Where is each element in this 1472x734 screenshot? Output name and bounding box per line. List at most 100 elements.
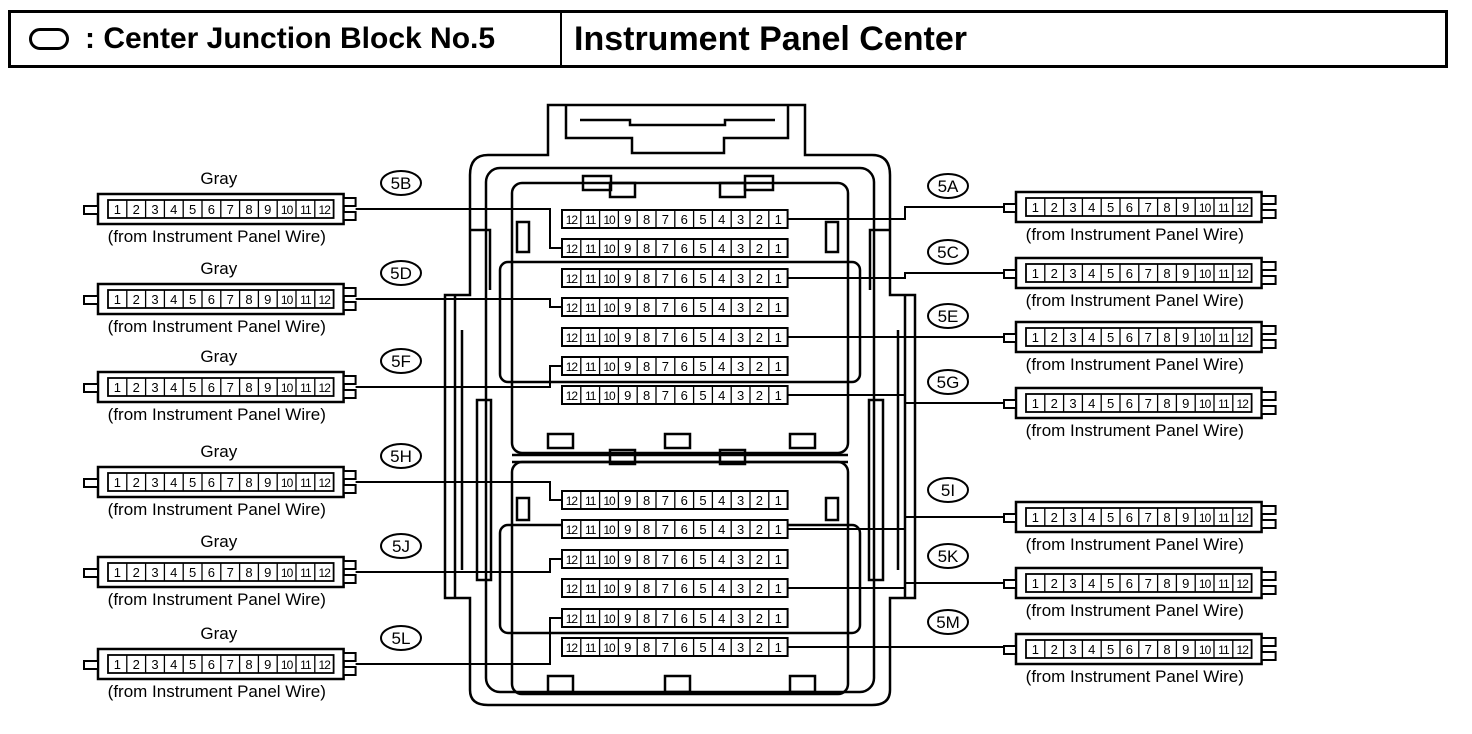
badge-oval: [927, 543, 969, 569]
socket-pin-label: 11: [585, 641, 597, 655]
connector-ear: [83, 205, 99, 215]
connector-pin-label: 10: [281, 203, 294, 217]
socket-pin-label: 1: [775, 522, 782, 537]
wire-5a-route: [787, 206, 1004, 220]
connector-pin-label: 12: [1237, 643, 1250, 657]
connector-ear: [1003, 269, 1017, 279]
socket-pin-label: 8: [643, 271, 650, 286]
socket-pin-label: 3: [737, 271, 744, 286]
socket-pin-label: 1: [775, 552, 782, 567]
connector-pin-label: 6: [1126, 330, 1133, 345]
socket-pin-label: 2: [756, 522, 763, 537]
connector-ear: [83, 660, 99, 670]
connector-ear: [1260, 391, 1277, 401]
connector-pin-label: 9: [264, 380, 271, 395]
socket-pin-label: 11: [585, 523, 597, 537]
connector-pin-label: 4: [170, 657, 177, 672]
socket-pin-label: 3: [737, 241, 744, 256]
connector-pin-label: 5: [189, 292, 196, 307]
connector-id-badge-5a: 5A: [927, 173, 969, 199]
socket-pin-label: 11: [585, 494, 597, 508]
wire-5b: [355, 208, 562, 249]
socket-pin-label: 11: [585, 553, 597, 567]
connector-pin-label: 11: [1218, 511, 1230, 525]
socket-pin-label: 7: [662, 493, 669, 508]
connector-ear: [342, 211, 357, 221]
connector-pin-label: 10: [281, 293, 294, 307]
socket-pin-label: 12: [566, 301, 579, 315]
socket-pin-label: 12: [566, 272, 579, 286]
connector-pin-label: 7: [227, 657, 234, 672]
connector-pin-label: 6: [1126, 266, 1133, 281]
socket-pin-label: 3: [737, 640, 744, 655]
connector-id-badge-5j: 5J: [380, 533, 422, 559]
socket-pin-label: 4: [718, 493, 725, 508]
socket-pin-label: 5: [699, 359, 706, 374]
connector-pin-label: 12: [319, 381, 332, 395]
connector-id-label: 5F: [391, 352, 411, 371]
socket-pin-label: 5: [699, 300, 706, 315]
connector-pin-label: 8: [1163, 266, 1170, 281]
socket-pin-label: 5: [699, 493, 706, 508]
header-block-cell: : Center Junction Block No.5: [11, 13, 562, 65]
connector-id-badge-5e: 5E: [927, 303, 969, 329]
connector-pin-label: 8: [245, 202, 252, 217]
socket-pin-label: 12: [566, 389, 579, 403]
connector-ear: [342, 375, 357, 385]
socket-pin-label: 7: [662, 241, 669, 256]
socket-pin-label: 5: [699, 640, 706, 655]
connector-pin-label: 6: [1126, 510, 1133, 525]
connector-pin-label: 10: [1199, 267, 1212, 281]
socket-pin-label: 7: [662, 552, 669, 567]
connector-pin-label: 11: [300, 381, 312, 395]
socket-pin-label: 2: [756, 271, 763, 286]
connector-source-label: (from Instrument Panel Wire): [108, 682, 326, 701]
connector-pin-label: 8: [1163, 642, 1170, 657]
connector-pin-label: 1: [1032, 200, 1039, 215]
socket-pin-label: 4: [718, 330, 725, 345]
connector-ear: [1260, 209, 1277, 219]
badge-oval: [380, 170, 422, 196]
connector-pin-label: 3: [1069, 200, 1076, 215]
connector-ear: [1260, 505, 1277, 515]
connector-pin-label: 6: [208, 565, 215, 580]
connector-pin-label: 3: [151, 657, 158, 672]
connector-ear: [1003, 645, 1017, 655]
connector-ear: [1003, 333, 1017, 343]
connector-pin-label: 7: [227, 475, 234, 490]
socket-pin-label: 11: [585, 242, 597, 256]
connector-pin-label: 1: [114, 202, 121, 217]
socket-pin-label: 8: [643, 581, 650, 596]
connector-pin-label: 5: [189, 380, 196, 395]
socket-pin-label: 10: [603, 331, 616, 345]
connector-ear: [1260, 195, 1277, 205]
socket-pin-label: 3: [737, 552, 744, 567]
socket-pin-label: 11: [585, 331, 597, 345]
socket-pin-label: 10: [603, 301, 616, 315]
block-title: : Center Junction Block No.5: [85, 22, 496, 55]
socket-pin-label: 8: [643, 300, 650, 315]
wire-5h: [355, 481, 562, 501]
socket-pin-label: 11: [585, 213, 597, 227]
connector-ear: [342, 484, 357, 494]
connector-pin-label: 5: [1107, 642, 1114, 657]
socket-pin-label: 6: [681, 300, 688, 315]
socket-pin-label: 3: [737, 611, 744, 626]
connector-pin-label: 5: [189, 565, 196, 580]
connector-pin-label: 10: [1199, 643, 1212, 657]
socket-pin-label: 1: [775, 241, 782, 256]
connector-pin-label: 4: [170, 380, 177, 395]
socket-pin-label: 7: [662, 212, 669, 227]
socket-pin-label: 10: [603, 360, 616, 374]
socket-pin-label: 6: [681, 271, 688, 286]
connector-ear: [83, 478, 99, 488]
socket-pin-label: 2: [756, 300, 763, 315]
socket-pin-label: 3: [737, 581, 744, 596]
connector-source-label: (from Instrument Panel Wire): [1026, 355, 1244, 374]
connector-pin-label: 3: [1069, 330, 1076, 345]
